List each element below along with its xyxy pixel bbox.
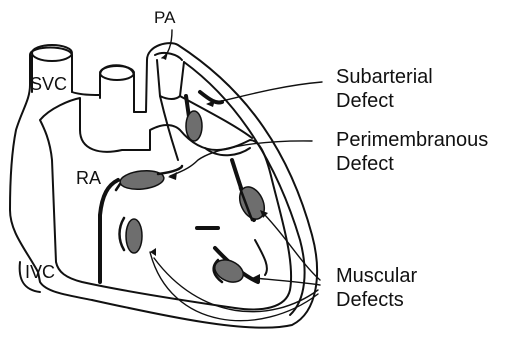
perimembranous-label-line2: Defect <box>336 153 394 175</box>
muscular-label-line1: Muscular <box>336 265 417 287</box>
muscular-leader-2 <box>254 278 320 285</box>
septal-edge-1 <box>100 180 118 282</box>
muscular-label-line2: Defects <box>336 289 404 311</box>
pa-label: PA <box>154 8 175 27</box>
subarterial-leader <box>208 82 322 104</box>
subarterial-defect <box>186 111 202 141</box>
pa-trunk <box>155 53 182 60</box>
subarterial-label-line2: Defect <box>336 90 394 112</box>
perimembranous-defect <box>119 169 165 192</box>
ra-label: RA <box>76 168 101 188</box>
ivc-label: IVC <box>25 262 55 282</box>
perimembranous-leader <box>170 141 312 176</box>
subarterial-label-line1: Subarterial <box>336 66 433 88</box>
aorta-ellipse <box>100 66 134 80</box>
muscular-defect-2 <box>126 219 142 253</box>
svc-label: SVC <box>30 74 67 94</box>
perimembranous-label-line1: Perimembranous <box>336 129 488 151</box>
